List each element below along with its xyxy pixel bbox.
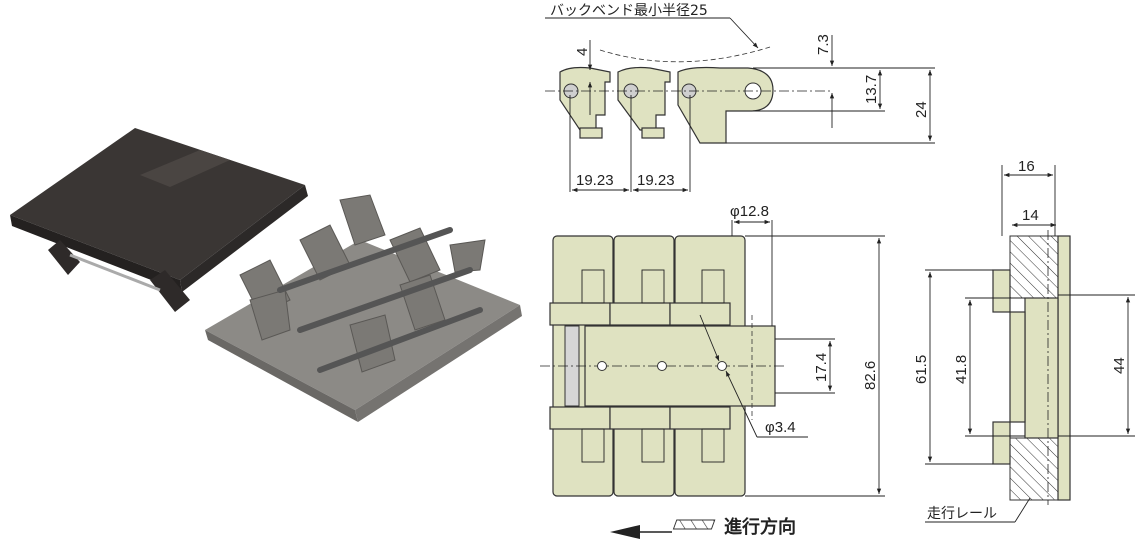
dim-pin-offset: 4 <box>574 48 591 56</box>
direction-label: 進行方向 <box>724 516 796 538</box>
dim-height-total: 24 <box>913 101 930 118</box>
back-bend-label: バックベンド最小半径25 <box>550 3 708 19</box>
dim-outer: 16 <box>1018 158 1035 175</box>
dim-total-width: 82.6 <box>862 361 879 390</box>
dim-hinge-dia: φ12.8 <box>730 203 769 220</box>
dim-top: 7.3 <box>815 34 832 55</box>
dim-pitch-2: 19.23 <box>637 172 675 189</box>
dim-center: 41.8 <box>953 355 970 384</box>
rail-label: 走行レール <box>927 506 997 522</box>
dim-pitch-1: 19.23 <box>576 172 614 189</box>
dim-hole-dia: φ3.4 <box>765 419 796 436</box>
plan-view: φ12.8 φ3.4 17.4 82.6 進行方向 <box>540 203 885 539</box>
dim-width: 44 <box>1111 357 1128 374</box>
direction-indicator: 進行方向 <box>610 516 796 539</box>
chain-photo <box>10 128 522 422</box>
dim-center-width: 17.4 <box>813 353 830 382</box>
dim-inner: 14 <box>1022 207 1039 224</box>
dim-height-mid: 13.7 <box>863 75 880 104</box>
side-view: バックベンド最小半径25 4 19.23 19.23 7.3 13.7 24 <box>545 3 935 193</box>
end-view: 16 14 61.5 41.8 44 走行レール <box>913 158 1135 523</box>
arrow-left-icon <box>610 525 640 539</box>
dim-rail-span: 61.5 <box>913 355 930 384</box>
